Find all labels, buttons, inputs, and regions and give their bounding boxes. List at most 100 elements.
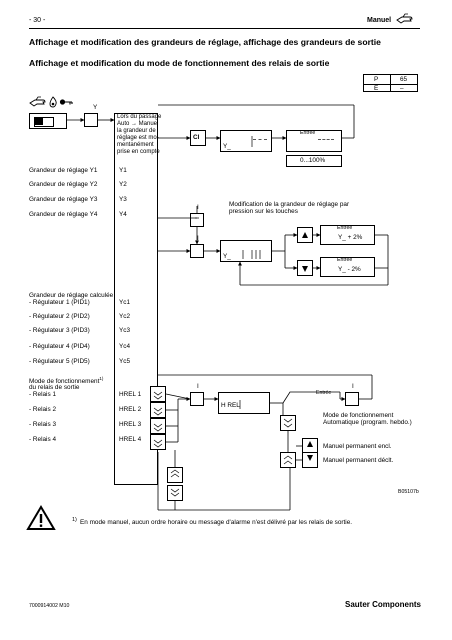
pe-value-p: 65 bbox=[400, 76, 408, 83]
warning-icon bbox=[26, 505, 56, 530]
range-box bbox=[286, 155, 342, 167]
flame-icon bbox=[49, 96, 57, 108]
display-top-y: Y_ bbox=[223, 143, 231, 150]
y-label: Y bbox=[93, 104, 98, 111]
row-y2-label: Grandeur de réglage Y2 bbox=[29, 181, 98, 188]
entry-box-top bbox=[286, 130, 342, 152]
row-pid1-code: Yc1 bbox=[119, 299, 131, 306]
section-title: Affichage et modification du mode de fon… bbox=[29, 58, 330, 68]
row-relay3-code: HREL 3 bbox=[119, 421, 142, 428]
display-mid-y: Y_ bbox=[223, 253, 231, 260]
row-relay4-label: - Relais 4 bbox=[29, 436, 56, 443]
entry-value-minus: Y_ - 2% bbox=[338, 266, 361, 273]
i-key-button-3[interactable] bbox=[190, 392, 204, 406]
y-key-button[interactable] bbox=[84, 113, 98, 127]
entry-value-plus: Y_ + 2% bbox=[338, 234, 363, 241]
i-label-1: I bbox=[197, 204, 199, 211]
pe-key-e: E bbox=[374, 84, 379, 92]
manual-hand-icon bbox=[396, 13, 413, 24]
entry-top-dash bbox=[318, 139, 334, 140]
hrel-display-text: H REL bbox=[221, 402, 240, 409]
brand: Sauter Components bbox=[345, 600, 422, 609]
mode-note-line-6: prise en compte bbox=[117, 149, 160, 155]
range-label: 0...100% bbox=[300, 157, 326, 164]
relay-select-button-1[interactable] bbox=[150, 386, 166, 402]
i-label-3: I bbox=[197, 383, 199, 390]
row-pid3-label: - Régulateur 3 (PID3) bbox=[29, 327, 90, 334]
relay-title-line-2: du relais de sortie bbox=[29, 384, 80, 391]
display-top-dash bbox=[253, 139, 267, 140]
display-mid bbox=[220, 240, 272, 262]
i-label-4: I bbox=[352, 383, 354, 390]
relay-select-button-3[interactable] bbox=[150, 418, 166, 434]
row-pid5-code: Yc5 bbox=[119, 358, 131, 365]
note-text: En mode manuel, aucun ordre horaire ou m… bbox=[80, 519, 353, 526]
mode-off-label: Manuel permanent déclt. bbox=[323, 457, 394, 464]
modify-note-line-2: pression sur les touches bbox=[229, 208, 298, 215]
modify-note-line-1: Modification de la grandeur de réglage p… bbox=[229, 201, 350, 208]
row-y3-label: Grandeur de réglage Y3 bbox=[29, 196, 98, 203]
device-display bbox=[29, 113, 67, 129]
figure-id: B05107b bbox=[398, 489, 419, 495]
mode-auto-line-1: Mode de fonctionnement bbox=[323, 412, 394, 419]
row-y2-code: Y2 bbox=[119, 181, 127, 188]
mode-note-line-1: Lors du passage bbox=[117, 114, 162, 120]
row-y4-code: Y4 bbox=[119, 211, 127, 218]
row-y1-label: Grandeur de réglage Y1 bbox=[29, 167, 98, 174]
calc-title: Grandeur de réglage calculée bbox=[29, 292, 114, 299]
entry-label-plus: Entrée bbox=[337, 225, 353, 231]
row-pid2-label: - Régulateur 2 (PID2) bbox=[29, 313, 90, 320]
relay-select-button-2[interactable] bbox=[150, 402, 166, 418]
row-relay1-code: HREL 1 bbox=[119, 391, 142, 398]
entry-label-minus: Entrée bbox=[337, 257, 353, 263]
hand-operation-icon bbox=[29, 96, 46, 107]
header-rule bbox=[29, 28, 420, 29]
page-title: Affichage et modification des grandeurs … bbox=[29, 37, 381, 47]
row-relay2-code: HREL 2 bbox=[119, 406, 142, 413]
row-pid3-code: Yc3 bbox=[119, 327, 131, 334]
note-mark: 1) bbox=[72, 517, 77, 523]
section-label: Manuel bbox=[367, 17, 392, 24]
cl-label: Cl bbox=[193, 134, 200, 141]
row-y1-code: Y1 bbox=[119, 167, 127, 174]
pe-key-p: P bbox=[374, 76, 379, 83]
row-pid2-code: Yc2 bbox=[119, 313, 131, 320]
i-key-button-1[interactable] bbox=[190, 213, 204, 227]
row-relay2-label: - Relais 2 bbox=[29, 406, 56, 413]
row-relay1-label: - Relais 1 bbox=[29, 391, 56, 398]
display-top bbox=[220, 130, 272, 152]
i-key-button-4[interactable] bbox=[345, 392, 359, 406]
mode-auto-line-2: Automatique (program. hebdo.) bbox=[323, 419, 412, 426]
row-y3-code: Y3 bbox=[119, 196, 127, 203]
row-pid5-label: - Régulateur 5 (PID5) bbox=[29, 358, 90, 365]
hrel-display bbox=[218, 392, 270, 414]
entry-label-top: Entrée bbox=[300, 130, 316, 136]
mode-note-line-2: Auto → Manuel bbox=[117, 121, 159, 127]
footnote-ref: 1) bbox=[99, 376, 104, 381]
relay-entry-label: Entrée bbox=[316, 390, 332, 396]
mode-note-line-3: la grandeur de bbox=[117, 128, 156, 134]
pe-value-e: – bbox=[400, 84, 404, 92]
mode-note-line-5: mentanément bbox=[117, 142, 154, 148]
row-relay3-label: - Relais 3 bbox=[29, 421, 56, 428]
relay-select-button-4[interactable] bbox=[150, 434, 166, 450]
page-number: - 30 - bbox=[29, 17, 46, 24]
row-pid4-code: Yc4 bbox=[119, 343, 131, 350]
entry-box-plus bbox=[320, 225, 375, 245]
row-pid4-label: - Régulateur 4 (PID4) bbox=[29, 343, 90, 350]
cl-key-button[interactable] bbox=[190, 130, 206, 146]
mode-note-line-4: réglage est mo- bbox=[117, 135, 159, 141]
relay-title-line-1: Mode de fonctionnement1) bbox=[29, 376, 104, 386]
loop-button-1[interactable] bbox=[167, 467, 183, 483]
pe-table: P 65 E – bbox=[363, 74, 418, 92]
entry-box-minus bbox=[320, 257, 375, 277]
i-key-button-2[interactable] bbox=[190, 244, 204, 258]
doc-code: 7000914002 M10 bbox=[29, 603, 70, 609]
i-label-2: I bbox=[197, 235, 199, 242]
row-y4-label: Grandeur de réglage Y4 bbox=[29, 211, 98, 218]
mode-on-label: Manuel permanent encl. bbox=[323, 443, 392, 450]
row-pid1-label: - Régulateur 1 (PID1) bbox=[29, 299, 90, 306]
key-icon bbox=[59, 99, 73, 105]
row-relay4-code: HREL 4 bbox=[119, 436, 142, 443]
